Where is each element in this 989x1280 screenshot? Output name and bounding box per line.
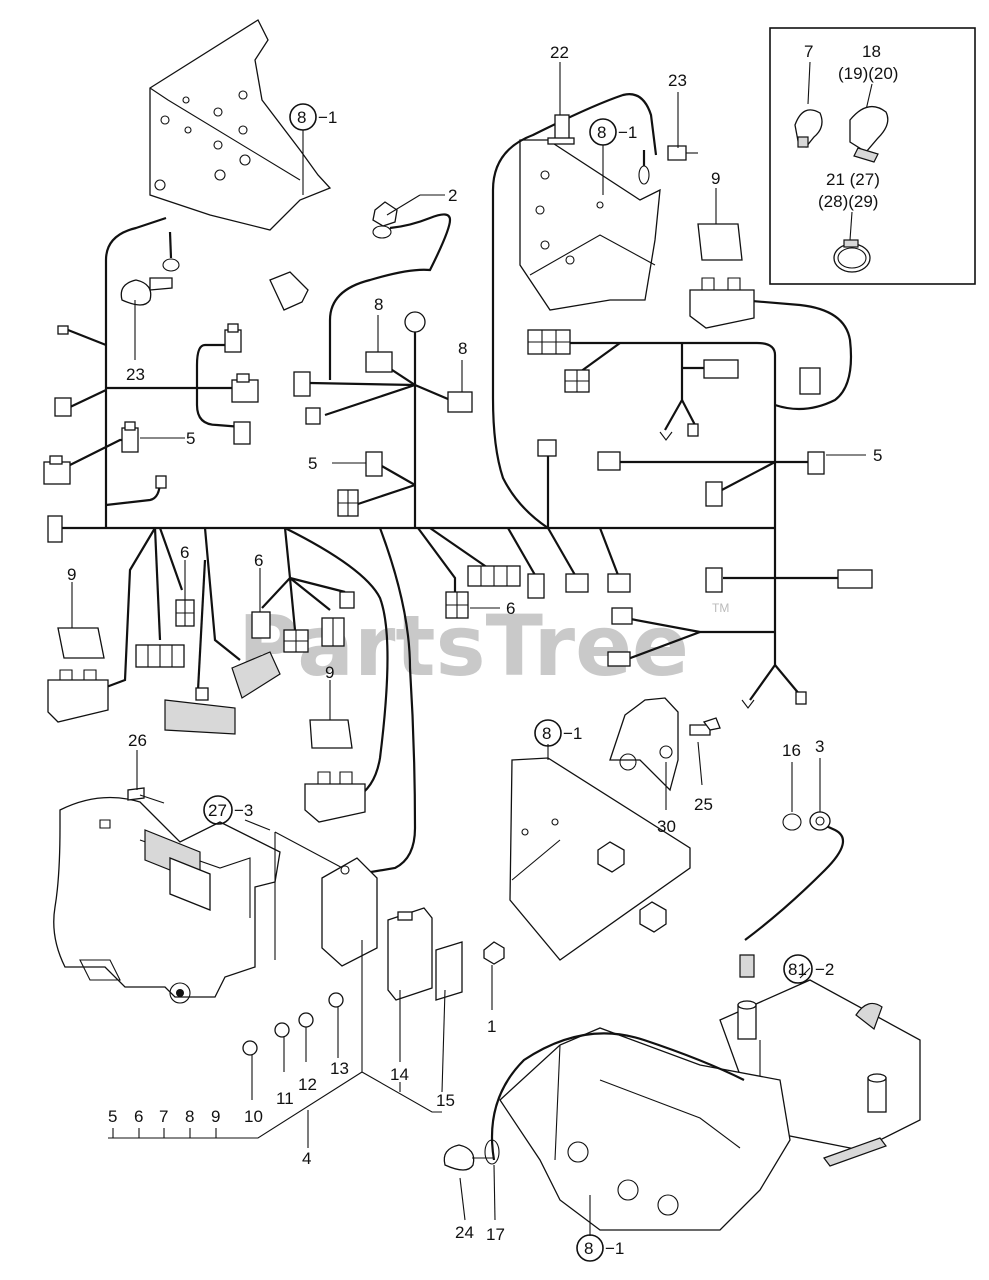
svg-text:81: 81 — [788, 960, 807, 979]
svg-text:−1: −1 — [605, 1239, 624, 1258]
clip-icon — [794, 109, 823, 148]
inset-label-7: 7 — [804, 42, 813, 61]
callout-labels: 22 23 23 2 8 8 9 9 9 5 5 5 6 6 6 26 30 2… — [67, 43, 882, 1244]
circled-references: 8 −1 8 −1 8 −1 8 −1 27 −3 81 −2 — [203, 103, 834, 1262]
callout-15: 15 — [436, 1091, 455, 1110]
ref-8-1: 8 −1 — [576, 1234, 624, 1262]
svg-text:−1: −1 — [318, 108, 337, 127]
callout-13: 13 — [330, 1059, 349, 1078]
frame-bracket-bottom — [443, 1027, 791, 1231]
callout-5: 5 — [186, 429, 195, 448]
svg-text:−3: −3 — [234, 801, 253, 820]
callout-9: 9 — [325, 663, 334, 682]
callout-2: 2 — [448, 186, 457, 205]
series-label: 5 — [108, 1107, 117, 1126]
frame-bracket-lower-right — [509, 697, 721, 961]
inset-label-21-27: 21 (27) — [826, 170, 880, 189]
svg-text:−1: −1 — [563, 724, 582, 743]
callout-8: 8 — [374, 295, 383, 314]
callout-6: 6 — [180, 543, 189, 562]
callout-12: 12 — [298, 1075, 317, 1094]
cable-clamp-icon — [849, 105, 889, 163]
bolt-icon — [120, 279, 152, 306]
frame-bracket-top-right — [519, 139, 661, 311]
svg-text:−2: −2 — [815, 960, 834, 979]
main-harness — [48, 93, 853, 875]
control-unit-group — [108, 831, 505, 1139]
series-label: 9 — [211, 1107, 220, 1126]
callout-14: 14 — [390, 1065, 409, 1084]
inset-box: 7 18 (19)(20) 21 (27) (28)(29) — [769, 27, 976, 285]
callout-1: 1 — [487, 1017, 496, 1036]
callout-24: 24 — [455, 1223, 474, 1242]
ref-27-3: 27 −3 — [203, 795, 253, 825]
leader-lines — [71, 62, 866, 1236]
ref-8-1: 8 −1 — [289, 103, 337, 131]
callout-16: 16 — [782, 741, 801, 760]
callout-8: 8 — [458, 339, 467, 358]
connectors — [43, 114, 873, 709]
callout-22: 22 — [550, 43, 569, 62]
callout-17: 17 — [486, 1225, 505, 1244]
series-label: 6 — [134, 1107, 143, 1126]
series-ticks — [112, 1128, 217, 1138]
callout-9: 9 — [711, 169, 720, 188]
svg-text:8: 8 — [597, 123, 606, 142]
callout-3: 3 — [815, 737, 824, 756]
series-label: 7 — [159, 1107, 168, 1126]
svg-text:8: 8 — [542, 724, 551, 743]
callout-5: 5 — [308, 454, 317, 473]
watermark-tm: TM — [712, 601, 729, 615]
nut-icon — [372, 201, 398, 227]
series-label: 8 — [185, 1107, 194, 1126]
ref-81-2: 81 −2 — [783, 954, 834, 984]
engine-bracket-assembly — [53, 787, 281, 1004]
svg-text:27: 27 — [208, 801, 227, 820]
callout-23: 23 — [126, 365, 145, 384]
callout-23: 23 — [668, 71, 687, 90]
inset-label-19-20: (19)(20) — [838, 64, 898, 83]
ref-8-1: 8 −1 — [534, 719, 582, 747]
bolt-icon — [127, 787, 145, 801]
callout-4: 4 — [302, 1149, 311, 1168]
callout-6: 6 — [506, 599, 515, 618]
callout-30: 30 — [657, 817, 676, 836]
svg-text:−1: −1 — [618, 123, 637, 142]
relays — [47, 223, 755, 823]
ground-terminal-icon — [404, 311, 426, 333]
callout-9: 9 — [67, 565, 76, 584]
frame-bracket-top-left — [149, 19, 332, 311]
svg-text:8: 8 — [584, 1239, 593, 1258]
bolt-icon — [667, 145, 687, 161]
ref-8-1: 8 −1 — [589, 118, 637, 146]
callout-10: 10 — [244, 1107, 263, 1126]
hose-clamp-icon — [833, 239, 871, 273]
callout-26: 26 — [128, 731, 147, 750]
inset-label-18: 18 — [862, 42, 881, 61]
inset-label-28-29: (28)(29) — [818, 192, 878, 211]
svg-text:8: 8 — [297, 108, 306, 127]
callout-6: 6 — [254, 551, 263, 570]
callout-11: 11 — [276, 1089, 294, 1108]
fasteners-top — [120, 145, 698, 306]
bolt-icon — [443, 1144, 475, 1171]
series-row: 5 6 7 8 9 — [108, 1107, 220, 1126]
callout-25: 25 — [694, 795, 713, 814]
callout-5: 5 — [873, 446, 882, 465]
